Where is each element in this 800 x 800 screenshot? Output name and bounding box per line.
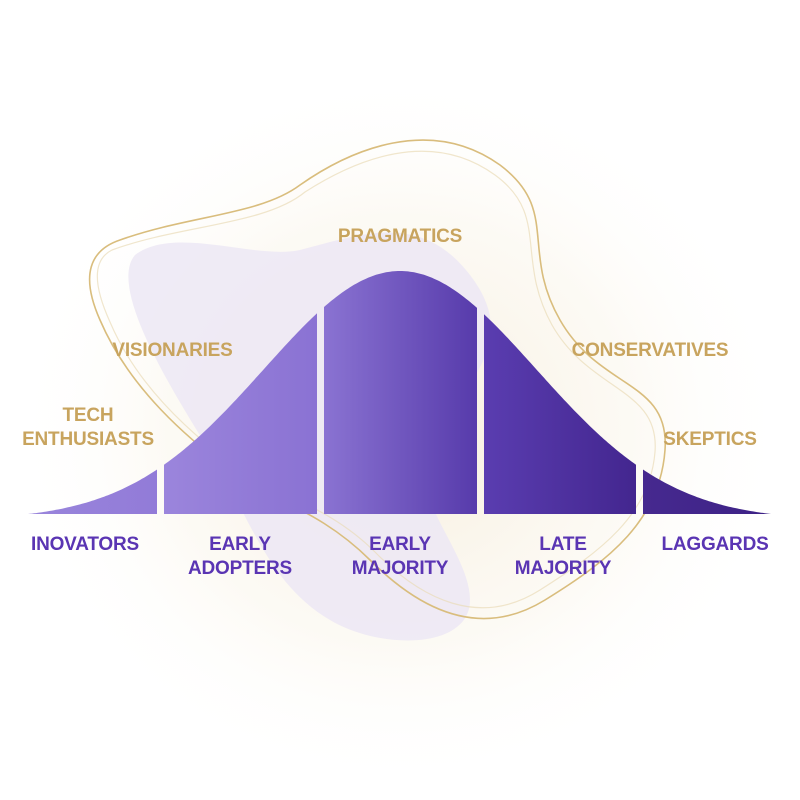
segment-innovators: INOVATORS <box>31 534 139 555</box>
segment-fill-late-majority <box>484 314 636 514</box>
segment-early-adopters-line2: ADOPTERS <box>188 558 292 579</box>
segment-early-majority-line1: EARLY <box>369 534 431 555</box>
bell-curve <box>14 271 786 514</box>
label-conservatives: CONSERVATIVES <box>571 340 729 361</box>
label-visionaries: VISIONARIES <box>112 340 233 361</box>
segment-laggards: LAGGARDS <box>661 534 769 555</box>
segment-early-adopters-line1: EARLY <box>209 534 271 555</box>
segment-late-majority-line1: LATE <box>539 534 587 555</box>
segment-fill-innovators <box>14 469 157 514</box>
segment-late-majority-line2: MAJORITY <box>514 558 612 579</box>
segment-early-adopters: EARLY ADOPTERS <box>160 533 320 581</box>
segment-fill-early-majority <box>324 271 477 514</box>
label-tech-enthusiasts-line1: TECH <box>62 405 114 426</box>
segment-fill-early-adopters <box>164 313 317 514</box>
segment-early-majority: EARLY MAJORITY <box>320 533 480 581</box>
segment-late-majority: LATE MAJORITY <box>483 533 643 581</box>
label-tech-enthusiasts-line2: ENTHUSIASTS <box>22 429 154 450</box>
label-pragmatics: PRAGMATICS <box>337 226 463 247</box>
label-tech-enthusiasts: TECH ENTHUSIASTS <box>8 404 168 452</box>
segment-early-majority-line2: MAJORITY <box>351 558 449 579</box>
segment-fill-laggards <box>643 469 786 514</box>
label-skeptics: SKEPTICS <box>663 429 757 450</box>
